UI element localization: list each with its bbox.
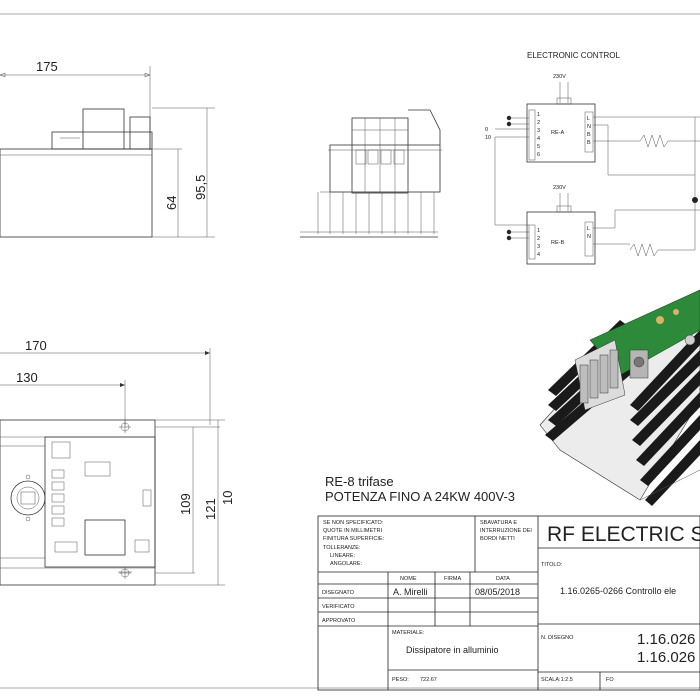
svg-text:DISEGNATO: DISEGNATO xyxy=(322,590,355,596)
svg-text:SBAVATURA E: SBAVATURA E xyxy=(480,520,517,526)
svg-text:1: 1 xyxy=(537,112,540,118)
drawing-title: 1.16.0265-0266 Controllo ele xyxy=(560,586,676,596)
dim-plan-121: 121 xyxy=(203,498,218,520)
svg-text:TOLLERANZE:: TOLLERANZE: xyxy=(323,545,361,551)
designer-name: A. Mirelli xyxy=(393,587,428,597)
svg-text:N: N xyxy=(587,234,591,240)
svg-text:SCALA:1:2.5: SCALA:1:2.5 xyxy=(541,677,573,683)
svg-text:BORDI NETTI: BORDI NETTI xyxy=(480,536,515,542)
drawing-number-2: 1.16.026 xyxy=(637,649,695,666)
dim-side-64: 64 xyxy=(164,196,179,210)
svg-text:N: N xyxy=(587,124,591,130)
drawing-date: 08/05/2018 xyxy=(475,587,520,597)
svg-text:LINEARE:: LINEARE: xyxy=(330,553,356,559)
product-line-1: RE-8 trifase xyxy=(325,474,394,489)
svg-text:B: B xyxy=(587,140,591,146)
svg-text:PESO:: PESO: xyxy=(392,677,409,683)
svg-text:QUOTE IN MILLIMETRI: QUOTE IN MILLIMETRI xyxy=(323,528,382,534)
svg-text:4: 4 xyxy=(537,136,540,142)
svg-text:FIRMA: FIRMA xyxy=(444,576,461,582)
re-a-box xyxy=(526,103,596,163)
svg-text:MATERIALE:: MATERIALE: xyxy=(392,630,425,636)
svg-text:L: L xyxy=(587,116,590,122)
drawing-number-1: 1.16.026 xyxy=(637,631,695,648)
svg-text:VERIFICATO: VERIFICATO xyxy=(322,604,355,610)
svg-text:NOME: NOME xyxy=(400,576,417,582)
svg-text:2: 2 xyxy=(537,120,540,126)
svg-text:FINITURA SUPERFICIE:: FINITURA SUPERFICIE: xyxy=(323,536,385,542)
svg-text:INTERRUZIONE DEI: INTERRUZIONE DEI xyxy=(480,528,532,534)
title-block: SE NON SPECIFICATO: QUOTE IN MILLIMETRI … xyxy=(317,515,700,691)
svg-text:4: 4 xyxy=(537,252,540,258)
svg-text:3: 3 xyxy=(537,128,540,134)
plan-view: 170 130 xyxy=(0,338,235,586)
svg-text:722.67: 722.67 xyxy=(420,677,437,683)
re-a-label: RE-A xyxy=(551,130,564,136)
company-name: RF ELECTRIC Sr xyxy=(547,523,700,546)
dim-top-width: 175 xyxy=(36,59,58,74)
isometric-view xyxy=(539,289,700,506)
electronic-control-schematic: ELECTRONIC CONTROL 230V RE-A 1 2 3 4 5 6… xyxy=(485,51,700,265)
re-b-voltage: 230V xyxy=(553,185,566,191)
dim-plan-170: 170 xyxy=(25,338,47,353)
dim-side-95-5: 95,5 xyxy=(193,175,208,200)
svg-text:TITOLO:: TITOLO: xyxy=(541,562,563,568)
svg-text:B: B xyxy=(587,132,591,138)
material-value: Dissipatore in alluminio xyxy=(406,645,499,655)
dim-plan-130: 130 xyxy=(16,370,38,385)
svg-text:1: 1 xyxy=(537,228,540,234)
plan-pcb xyxy=(44,436,156,568)
svg-text:FO: FO xyxy=(606,677,614,683)
svg-text:6: 6 xyxy=(537,152,540,158)
product-line-2: POTENZA FINO A 24KW 400V-3 xyxy=(325,489,515,504)
svg-text:SE NON SPECIFICATO:: SE NON SPECIFICATO: xyxy=(323,520,384,526)
svg-text:10: 10 xyxy=(485,135,491,141)
re-b-label: RE-B xyxy=(551,240,564,246)
svg-text:5: 5 xyxy=(537,144,540,150)
re-a-voltage: 230V xyxy=(553,74,566,80)
svg-text:APPROVATO: APPROVATO xyxy=(322,618,356,624)
schematic-title: ELECTRONIC CONTROL xyxy=(527,51,620,60)
side-view: 175 64 95,5 xyxy=(0,59,215,238)
svg-text:N. DISEGNO: N. DISEGNO xyxy=(541,635,574,641)
svg-text:2: 2 xyxy=(537,236,540,242)
svg-text:0: 0 xyxy=(485,127,488,133)
plan-rotary-connector xyxy=(10,480,46,516)
svg-text:DATA: DATA xyxy=(496,576,510,582)
plan-outline xyxy=(0,419,156,586)
front-view xyxy=(300,109,442,238)
svg-text:L: L xyxy=(587,226,590,232)
svg-text:3: 3 xyxy=(537,244,540,250)
dim-plan-109: 109 xyxy=(178,493,193,515)
dim-plan-10: 10 xyxy=(220,491,235,505)
svg-text:ANGOLARE:: ANGOLARE: xyxy=(330,561,363,567)
